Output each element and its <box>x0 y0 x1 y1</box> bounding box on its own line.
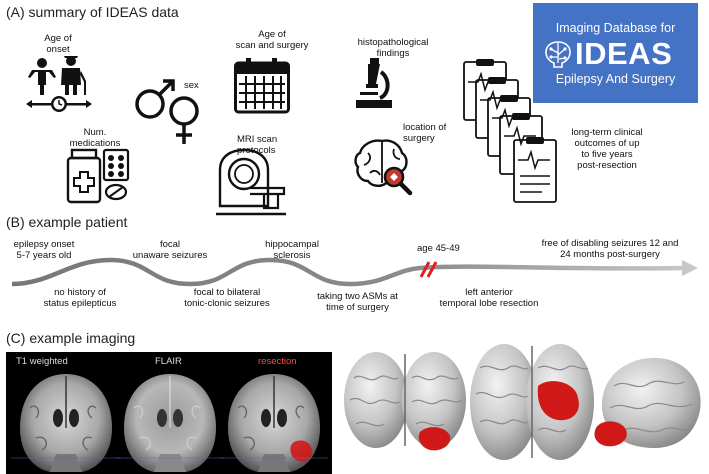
mri-scanner-icon <box>216 148 286 216</box>
medication-icon <box>66 148 130 204</box>
sex-label: sex <box>184 80 199 91</box>
resection-overlay <box>290 440 312 462</box>
event-age: age 45-49 <box>417 243 460 254</box>
sex-symbols-icon <box>135 79 199 144</box>
patient-timeline <box>11 257 698 287</box>
mri-label-t1: T1 weighted <box>16 356 68 367</box>
ideas-logo: Imaging Database for IDEAS Epilepsy And … <box>533 3 698 103</box>
mri-slice-resection <box>220 374 328 472</box>
resection-highlight-front <box>418 427 451 451</box>
event-onset: epilepsy onset 5-7 years old <box>13 239 75 261</box>
mri-label-flair: FLAIR <box>155 356 182 367</box>
brain-renders <box>344 344 701 460</box>
event-seizure-free: free of disabling seizures 12 and 24 mon… <box>541 238 679 260</box>
timeline-arrowhead <box>682 260 698 276</box>
event-resection: left anterior temporal lobe resection <box>439 287 539 309</box>
resection-highlight-side <box>594 421 627 447</box>
clipboard-stack-icon <box>463 59 557 203</box>
resection-highlight-top <box>537 381 579 421</box>
brain-render-top <box>470 344 594 460</box>
mri-panel: T1 weighted FLAIR resection <box>6 352 332 474</box>
section-c-title: (C) example imaging <box>6 330 136 346</box>
outcomes-label: long-term clinical outcomes of up to fiv… <box>571 127 643 171</box>
age-scan-label: Age of scan and surgery <box>235 29 309 51</box>
mri-label-resection: resection <box>258 356 297 367</box>
medications-label: Num. medications <box>69 127 121 149</box>
section-b-title: (B) example patient <box>6 214 128 230</box>
mri-protocols-label: MRI scan protocols <box>237 134 278 156</box>
mri-slice-t1 <box>11 374 121 472</box>
clock-icon <box>51 96 67 112</box>
event-hippocampal-sclerosis: hippocampal sclerosis <box>265 239 319 261</box>
mri-slices <box>11 374 328 472</box>
mri-slice-flair <box>116 374 224 472</box>
event-focal-unaware: focal unaware seizures <box>132 239 208 261</box>
brain-render-front <box>344 352 466 451</box>
microscope-icon <box>356 58 392 108</box>
age-onset-label: Age of onset <box>44 33 72 55</box>
logo-line-1: Imaging Database for <box>555 21 676 35</box>
logo-wordmark: IDEAS <box>575 36 673 71</box>
event-no-status: no history of status epilepticus <box>43 287 117 309</box>
brain-search-icon <box>354 139 413 196</box>
location-label: location of surgery <box>403 122 447 144</box>
brain-render-side <box>594 357 701 448</box>
section-a-title: (A) summary of IDEAS data <box>6 4 179 20</box>
histopath-label: histopathological findings <box>357 37 429 59</box>
event-tonic-clonic: focal to bilateral tonic-clonic seizures <box>184 287 270 309</box>
timeline-line <box>11 257 691 287</box>
timeline-break-marker <box>419 261 438 278</box>
logo-line-3: Epilepsy And Surgery <box>555 72 676 86</box>
event-asms: taking two ASMs at time of surgery <box>317 291 398 313</box>
calendar-icon <box>234 58 290 114</box>
brain-circuit-icon <box>545 41 571 68</box>
